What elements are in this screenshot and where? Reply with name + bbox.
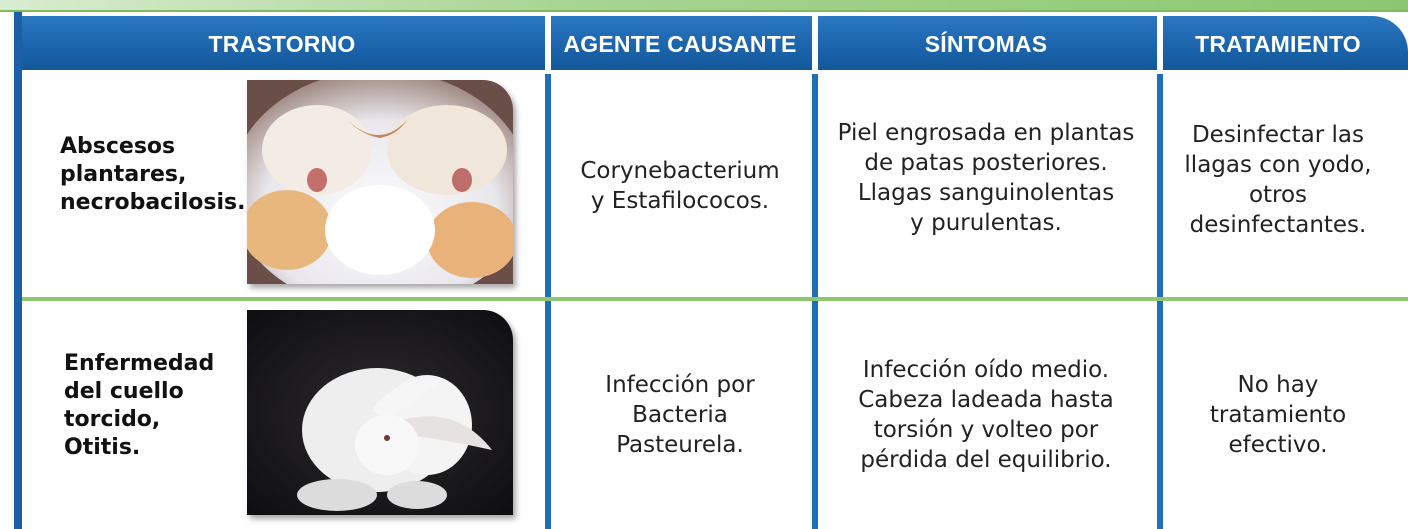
agent-line: Pasteurela. (616, 432, 744, 458)
disorder-line: Abscesos (60, 134, 176, 159)
treatment-line: efectivo. (1228, 432, 1328, 458)
header-separator (545, 16, 551, 70)
table-header (22, 16, 1408, 70)
disorder-label: Enfermedad del cuello torcido, Otitis. (64, 350, 254, 462)
disorder-label: Abscesos plantares, necrobacilosis. (60, 133, 250, 217)
agent-line: y Estafilococos. (590, 187, 770, 214)
symptoms-line: y purulentas. (910, 209, 1062, 236)
table-left-border (14, 12, 22, 529)
column-divider (1157, 74, 1163, 529)
rabbit-tilted-head-photo (247, 310, 513, 515)
treatment-line: desinfectantes. (1189, 211, 1367, 238)
disorder-line: plantares, (60, 162, 187, 187)
treatment-line: otros (1248, 181, 1308, 208)
header-trastorno: TRASTORNO (208, 31, 356, 57)
symptoms-line: pérdida del equilibrio. (860, 447, 1112, 473)
treatment-line: tratamiento (1209, 402, 1347, 428)
symptoms-line: de patas posteriores. (864, 149, 1108, 176)
header-separator (812, 16, 818, 70)
treatment-line: llagas con yodo, (1184, 151, 1372, 178)
header-separator (1157, 16, 1163, 70)
disorder-line: del cuello (64, 379, 184, 404)
top-accent-bar (0, 0, 1408, 12)
symptoms-line: Piel engrosada en plantas (837, 119, 1135, 146)
agent-line: Corynebacterium (580, 157, 780, 184)
disorder-line: Enfermedad (64, 351, 215, 376)
symptoms-line: torsión y volteo por (873, 417, 1099, 443)
treatment-cell: No hay tratamiento efectivo. (1163, 301, 1393, 529)
row-divider (22, 297, 1408, 301)
symptoms-cell: Piel engrosada en plantas de patas poste… (818, 66, 1154, 289)
treatment-cell: Desinfectar las llagas con yodo, otros d… (1163, 68, 1393, 291)
rabbit-feet-photo (247, 80, 513, 284)
rabbit-tilted-head-image (247, 310, 513, 515)
treatment-line: Desinfectar las (1191, 121, 1365, 148)
symptoms-cell: Infección oído medio. Cabeza ladeada has… (818, 301, 1154, 529)
symptoms-line: Llagas sanguinolentas (857, 179, 1115, 206)
symptoms-line: Cabeza ladeada hasta (858, 387, 1114, 413)
column-divider (545, 74, 551, 529)
agent-cell: Infección por Bacteria Pasteurela. (551, 301, 809, 529)
column-divider (812, 74, 818, 529)
header-tratamiento: TRATAMIENTO (1195, 31, 1361, 57)
agent-cell: Corynebacterium y Estafilococos. (551, 74, 809, 297)
rabbit-feet-image (247, 80, 513, 284)
agent-line: Bacteria (632, 402, 728, 428)
disorder-line: Otitis. (64, 435, 141, 460)
treatment-line: No hay (1237, 372, 1319, 398)
header-agente-causante: AGENTE CAUSANTE (563, 31, 797, 57)
header-sintomas: SÍNTOMAS (924, 31, 1048, 57)
agent-line: Infección por (605, 372, 755, 398)
disorder-line: necrobacilosis. (60, 190, 246, 215)
disorder-line: torcido, (64, 407, 161, 432)
symptoms-line: Infección oído medio. (862, 357, 1110, 383)
